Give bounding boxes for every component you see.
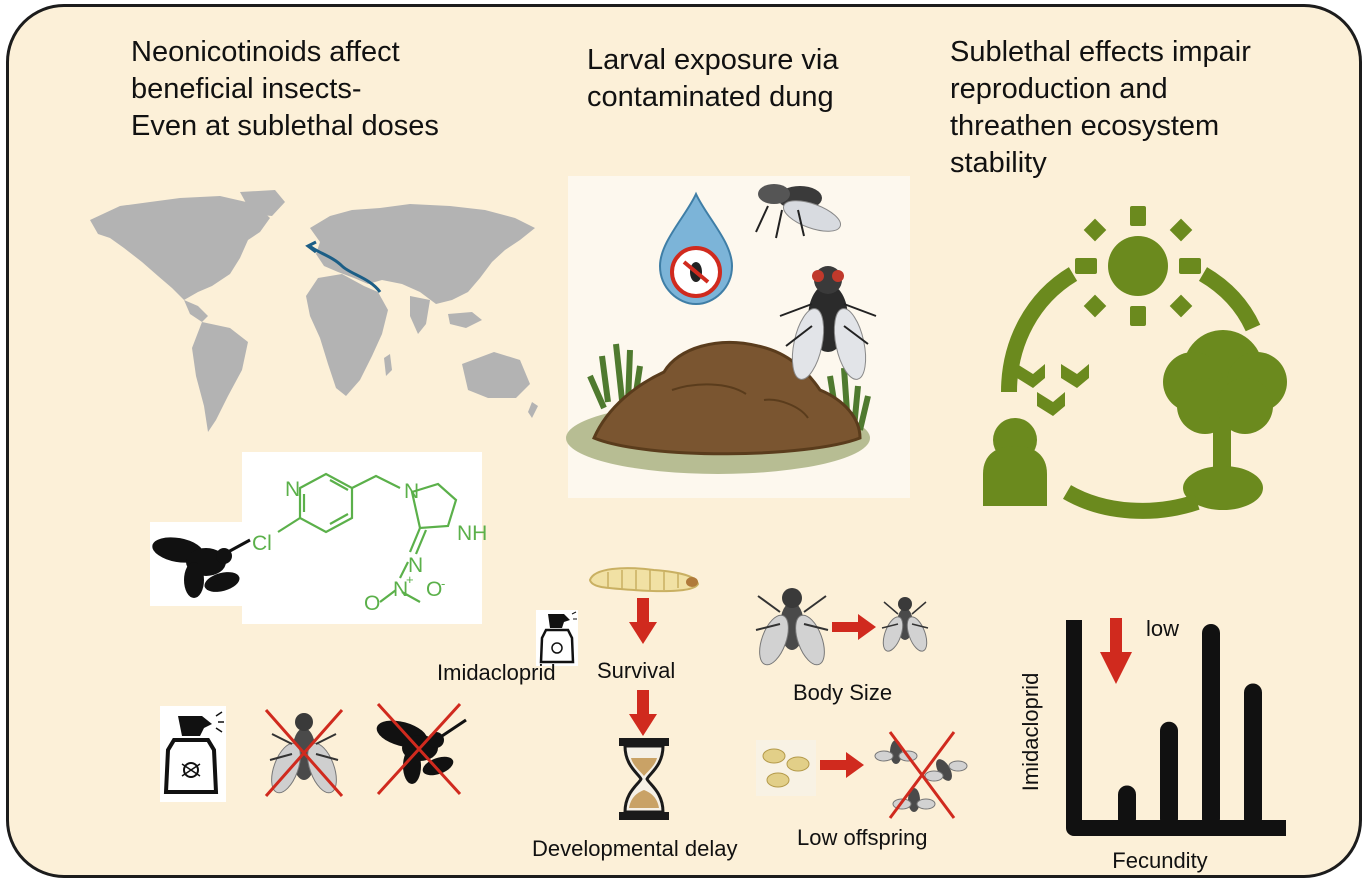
atom-n-pyridine: N	[285, 478, 301, 501]
atom-nh: NH	[457, 522, 488, 545]
atom-o-left: O	[364, 592, 381, 615]
chart-axes	[1066, 620, 1286, 836]
fecundity-chart: low Fecundity Imidacloprid	[1018, 616, 1286, 873]
charge-minus: -	[441, 576, 446, 591]
crossed-fly-icon	[264, 709, 344, 797]
atom-o-right: O	[426, 578, 443, 601]
arrow-right-offspring	[820, 752, 864, 778]
headline-right: Sublethal effects impair reproduction an…	[950, 36, 1251, 179]
fly-small-bodysize-icon	[881, 597, 929, 652]
headline-middle: Larval exposure via contaminated dung	[587, 44, 839, 113]
atom-cl: Cl	[252, 532, 272, 555]
hourglass-icon	[619, 738, 669, 820]
crossed-offspring-icon	[874, 731, 968, 819]
label-body-size: Body Size	[793, 680, 893, 705]
headline-left: Neonicotinoids affect beneficial insects…	[131, 36, 439, 142]
molecule-box	[242, 452, 482, 624]
fly-top-icon	[755, 184, 841, 239]
chart-annotation-low: low	[1146, 616, 1179, 641]
chart-arrow-down	[1100, 618, 1132, 684]
sun-icon	[1108, 236, 1168, 296]
fly-large-bodysize-icon	[755, 588, 829, 666]
dung-pile-icon	[592, 341, 862, 456]
fly-large-icon	[779, 266, 877, 380]
birds-icon	[1017, 364, 1089, 416]
crossed-bee-icon	[376, 702, 467, 796]
arrow-right-bodysize	[832, 614, 876, 640]
atom-n-ring: N	[404, 480, 420, 503]
chart-ylabel: Imidacloprid	[1018, 673, 1043, 792]
imidacloprid-structure	[277, 472, 458, 603]
charge-plus: +	[406, 572, 414, 587]
fecundity-bar-4	[1244, 683, 1262, 828]
cycle-arrows	[1001, 267, 1261, 519]
atom-n-imine: N	[408, 554, 424, 577]
arrow-down-delay	[629, 690, 657, 736]
ecosystem-cycle-icon	[983, 206, 1287, 519]
atom-n-nitro: N	[393, 578, 409, 601]
fecundity-bar-3	[1202, 624, 1220, 828]
person-icon	[983, 418, 1047, 506]
label-survival: Survival	[597, 658, 676, 683]
label-developmental-delay: Developmental delay	[532, 836, 738, 861]
spray-bottle-icon	[160, 706, 226, 802]
dung-scene	[566, 184, 877, 474]
larva-icon	[588, 567, 700, 593]
arrow-down-survival	[629, 598, 657, 644]
fecundity-bar-2	[1160, 721, 1178, 828]
fecundity-bar-1	[1118, 785, 1136, 828]
tree-icon	[1163, 330, 1287, 510]
label-imidacloprid: Imidacloprid	[437, 660, 556, 685]
spray-bottle-small-icon	[536, 610, 578, 666]
migration-route	[308, 244, 382, 293]
label-low-offspring: Low offspring	[797, 825, 928, 850]
eggs-icon	[756, 740, 816, 796]
world-map-icon	[90, 190, 538, 432]
chart-xlabel: Fecundity	[1112, 848, 1207, 873]
bee-silhouette-icon	[152, 537, 251, 598]
